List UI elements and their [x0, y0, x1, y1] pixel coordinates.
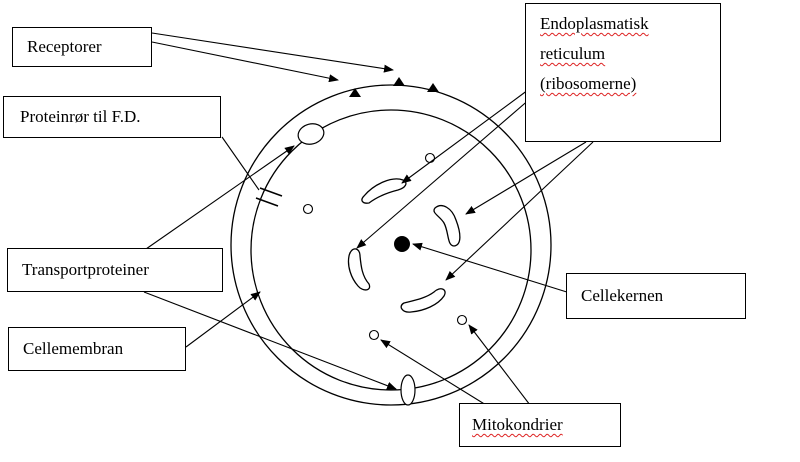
- transport-protein-bottom: [400, 374, 416, 406]
- transport-protein-top: [297, 123, 325, 145]
- label-er-line3: (ribosomerne): [540, 74, 637, 93]
- label-transportproteiner: Transportproteiner: [7, 248, 223, 292]
- receptor-triangle: [349, 88, 361, 97]
- arrow-er-2: [356, 91, 539, 249]
- label-endoplasmatisk-reticulum: Endoplasmatisk reticulum (ribosomerne): [525, 3, 721, 142]
- protein-tube-line: [255, 197, 279, 207]
- receptor-triangle: [393, 77, 405, 86]
- label-cellekernen-text: Cellekernen: [581, 285, 664, 305]
- label-proteinror: Proteinrør til F.D.: [3, 96, 221, 138]
- cell-membrane-outer: [230, 84, 552, 406]
- mitochondrion: [456, 314, 468, 326]
- label-receptorer-text: Receptorer: [27, 36, 102, 56]
- label-cellekernen: Cellekernen: [566, 273, 746, 319]
- mitochondrion: [368, 329, 380, 341]
- label-proteinror-text: Proteinrør til F.D.: [20, 106, 141, 126]
- arrow-transport-top: [145, 145, 295, 250]
- arrow-receptorer-2: [151, 41, 339, 83]
- cell-membrane-inner: [250, 109, 532, 391]
- mitochondrion: [302, 203, 314, 215]
- label-receptorer: Receptorer: [12, 27, 152, 67]
- protein-tube-line: [259, 187, 283, 197]
- mitochondrion: [424, 152, 436, 164]
- label-mitokondrier: Mitokondrier: [459, 403, 621, 447]
- arrow-transport-bottom: [143, 291, 397, 390]
- label-mitokondrier-text: Mitokondrier: [472, 414, 563, 434]
- receptor-triangle: [427, 83, 439, 92]
- arrow-mitokondrier-2: [468, 324, 531, 406]
- label-cellemembran: Cellemembran: [8, 327, 186, 371]
- arrow-cellemembran: [185, 291, 261, 348]
- arrow-er-4: [445, 141, 594, 281]
- label-er-line1: Endoplasmatisk: [540, 14, 649, 33]
- er-shape: [347, 248, 371, 291]
- er-shape: [400, 288, 446, 313]
- cell-nucleus: [394, 236, 410, 252]
- label-transportproteiner-text: Transportproteiner: [22, 259, 149, 279]
- er-shape: [361, 178, 407, 204]
- arrow-mitokondrier-1: [380, 339, 487, 406]
- label-cellemembran-text: Cellemembran: [23, 338, 124, 358]
- arrow-er-1: [401, 89, 529, 184]
- arrow-proteinror: [221, 136, 260, 191]
- arrow-cellekernen: [412, 242, 571, 294]
- arrow-er-3: [465, 141, 587, 215]
- er-shape: [433, 205, 461, 247]
- label-er-line2: reticulum: [540, 44, 606, 63]
- arrow-receptorer-1: [151, 32, 394, 73]
